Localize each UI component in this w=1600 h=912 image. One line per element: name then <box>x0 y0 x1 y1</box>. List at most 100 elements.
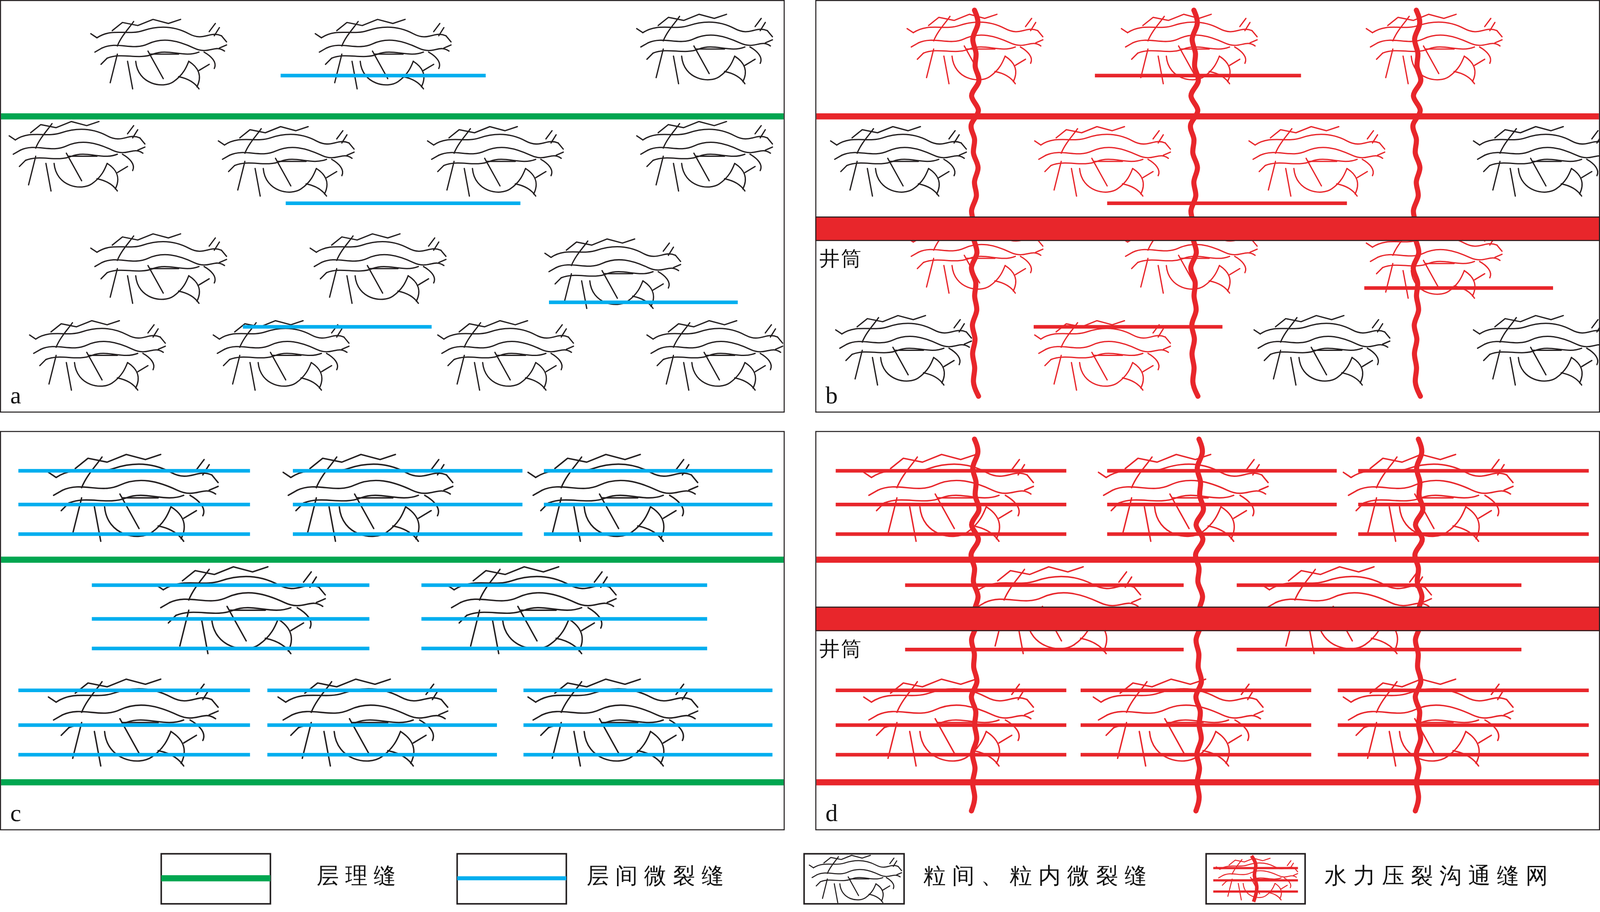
interlayer-microfracture <box>292 468 523 473</box>
microfracture-glyph <box>1098 454 1268 541</box>
interlayer-microfracture <box>543 468 773 473</box>
bedding-fracture <box>0 113 784 120</box>
fracture-line <box>835 502 1067 506</box>
interlayer-microfracture <box>267 723 497 727</box>
fracture-line <box>1358 468 1590 473</box>
interlayer-microfracture <box>91 646 370 650</box>
microfracture-glyph <box>1121 14 1258 84</box>
microfracture-glyph <box>155 566 325 654</box>
microfracture-glyph <box>437 320 574 390</box>
interlayer-microfracture <box>91 617 370 621</box>
fracture-line <box>1094 73 1302 78</box>
microfracture-glyph <box>863 454 1034 541</box>
fracture-line <box>1080 723 1312 727</box>
microfracture-glyph <box>544 238 681 309</box>
interlayer-microfracture <box>18 502 250 506</box>
interlayer-microfracture <box>18 532 250 536</box>
microfracture-glyph <box>907 14 1044 84</box>
legend-swatch <box>802 852 905 906</box>
microfracture-glyph <box>9 121 145 191</box>
panel-label: c <box>10 800 22 825</box>
interlayer-microfracture <box>91 583 370 587</box>
hydraulic-fracture <box>971 10 980 396</box>
interlayer-microfracture <box>421 617 708 621</box>
legend-label: 层间微裂缝 <box>586 864 731 888</box>
fracture-line <box>816 556 1600 563</box>
legend-swatch <box>1205 852 1307 906</box>
legend-box <box>804 853 905 904</box>
legend-item: 粒间、粒内微裂缝 <box>802 852 1189 904</box>
interlayer-microfracture <box>543 502 773 506</box>
microfracture-glyph <box>647 320 783 390</box>
interlayer-microfracture <box>292 532 523 536</box>
fracture-line <box>1107 201 1347 205</box>
fracture-line <box>905 583 1184 587</box>
wellbore-band: 井筒 <box>815 606 1600 631</box>
interlayer-microfracture <box>18 752 250 757</box>
microfracture-glyph <box>1473 315 1600 385</box>
panel-label: d <box>825 800 838 825</box>
fracture-line <box>1358 532 1590 536</box>
microfracture-glyph <box>1248 126 1385 197</box>
microfracture-glyph <box>90 233 227 304</box>
legend-label: 粒间、粒内微裂缝 <box>923 864 1154 888</box>
panel: a <box>0 0 785 413</box>
microfracture-glyph <box>48 454 219 541</box>
bedding-fracture <box>0 556 784 563</box>
fracture-line <box>1107 468 1337 473</box>
fracture-line <box>835 468 1067 473</box>
interlayer-microfracture <box>523 752 773 757</box>
microfracture-glyph <box>218 126 355 197</box>
fracture-line <box>1107 502 1337 506</box>
microfracture-glyph <box>835 315 972 385</box>
microfracture-glyph <box>29 320 166 390</box>
interlayer-microfracture <box>421 583 708 587</box>
fracture-line <box>835 723 1067 727</box>
panel-b-art <box>816 10 1600 396</box>
fracture-line <box>1337 688 1589 692</box>
microfracture-glyph <box>636 121 773 191</box>
microfracture-glyph <box>1366 14 1502 84</box>
microfracture-glyph <box>809 854 902 903</box>
microfracture-glyph <box>1253 315 1390 385</box>
interlayer-microfracture <box>548 300 738 304</box>
fracture-line <box>1337 723 1589 727</box>
wellbore-label: 井筒 <box>819 248 863 269</box>
interlayer-microfracture <box>421 646 708 650</box>
fracture-line <box>1337 752 1589 757</box>
microfracture-glyph <box>528 454 698 541</box>
interlayer-microfracture <box>523 723 773 727</box>
fracture-line <box>1236 647 1522 651</box>
microfracture-glyph <box>90 19 227 89</box>
fracture-line <box>1033 324 1223 329</box>
fracture-line <box>835 688 1067 692</box>
interlayer-microfracture <box>285 201 521 205</box>
legend-swatch <box>160 852 272 906</box>
bedding-fracture <box>0 778 784 785</box>
fracture-line <box>1107 532 1337 536</box>
microfracture-glyph <box>636 14 773 84</box>
legend-label: 水力压裂沟通缝网 <box>1324 864 1555 888</box>
panel-label: a <box>10 382 22 408</box>
microfracture-glyph <box>427 126 564 197</box>
legend-box <box>161 853 271 904</box>
interlayer-microfracture <box>523 688 773 692</box>
interlayer-microfracture <box>292 502 523 506</box>
panel: c <box>0 430 785 830</box>
interlayer-microfracture <box>243 324 432 329</box>
interlayer-microfracture <box>267 752 497 757</box>
fracture-line <box>1080 688 1312 692</box>
legend-box <box>457 853 567 904</box>
microfracture-glyph <box>446 566 616 654</box>
microfracture-glyph <box>310 233 446 304</box>
fracture-line <box>1364 286 1554 290</box>
interlayer-microfracture <box>280 73 486 78</box>
legend-item: 层间微裂缝 <box>455 852 852 904</box>
microfracture-glyph <box>1473 126 1600 197</box>
interlayer-microfracture <box>543 532 773 536</box>
microfracture-glyph <box>213 320 350 390</box>
hydraulic-fracture-sample <box>1251 855 1257 902</box>
microfracture-glyph <box>1343 454 1513 541</box>
